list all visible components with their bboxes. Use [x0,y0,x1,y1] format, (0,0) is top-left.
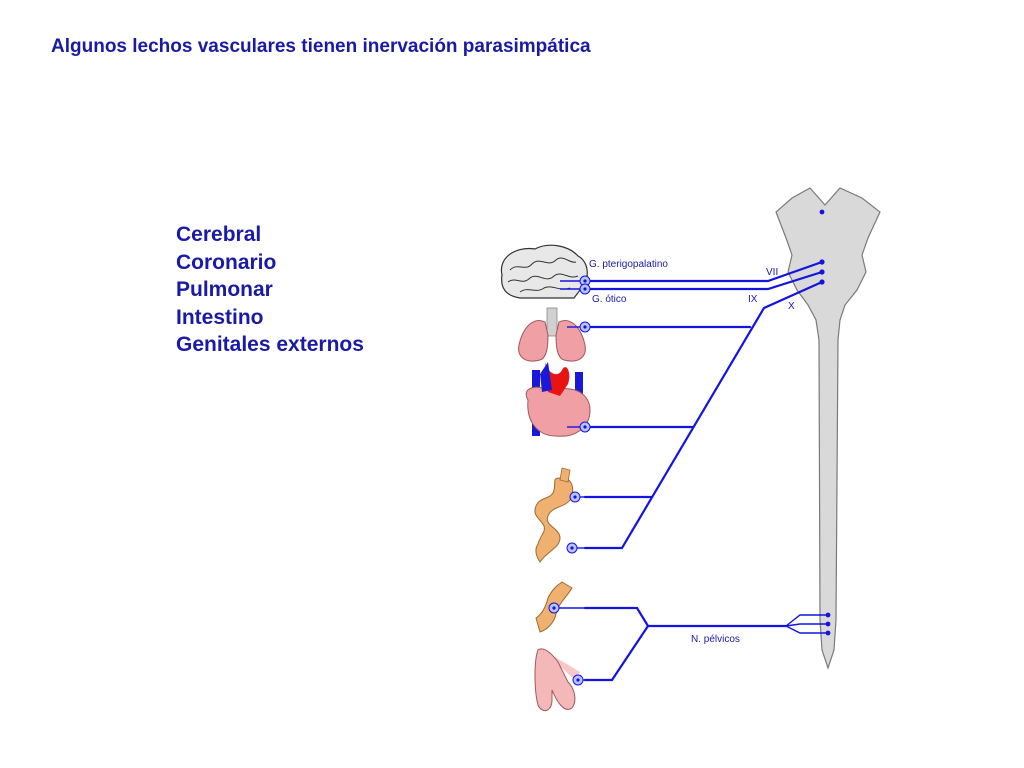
vascular-bed-coronario: Coronario [176,250,277,274]
vascular-bed-list: Cerebral Coronario Pulmonar Intestino Ge… [176,221,364,359]
label-nerve-ix: IX [748,294,758,305]
pelvic-nerve-genitalia [583,624,650,682]
nucleus-dot [819,279,825,285]
intestine-icon [534,467,574,563]
nerve-vii [583,260,824,283]
nerve-x [583,280,824,550]
label-pelvicos: N. pélvicos [691,634,740,645]
ganglion-colon [548,602,585,614]
ganglion-genitalia [572,674,585,686]
slide-title: Algunos lechos vasculares tienen inervac… [51,36,591,57]
nucleus-dot [825,612,831,618]
vascular-bed-genitales: Genitales externos [176,333,364,356]
label-pterigopalatino: G. pterigopalatino [589,259,668,270]
ganglion-lungs [567,321,591,333]
ganglion-intestine [566,542,585,554]
heart-icon [525,362,591,437]
vascular-bed-pulmonar: Pulmonar [176,278,273,301]
nucleus-dot [819,269,825,275]
label-nerve-vii: VII [766,267,778,278]
genitalia-icon [534,648,580,712]
vascular-bed-cerebral: Cerebral [176,223,262,246]
pelvic-nerve-colon [583,606,650,628]
nerve-ix [583,270,824,291]
nucleus-dot [825,630,831,636]
ganglion-stomach [569,491,585,503]
label-nerve-x: X [788,301,795,312]
spinal-cord [775,187,881,670]
brain-icon [500,244,588,299]
nucleus-dot [825,621,831,627]
label-otico: G. ótico [592,294,627,305]
pelvic-nerve-roots [785,614,828,634]
ganglion-pterigopalatino [560,275,591,287]
vascular-bed-intestino: Intestino [176,305,264,329]
ganglion-heart [567,421,591,433]
ganglion-otico [560,283,591,295]
nucleus-dot [819,209,825,215]
lungs-icon [518,307,586,362]
nucleus-dot [819,259,825,265]
